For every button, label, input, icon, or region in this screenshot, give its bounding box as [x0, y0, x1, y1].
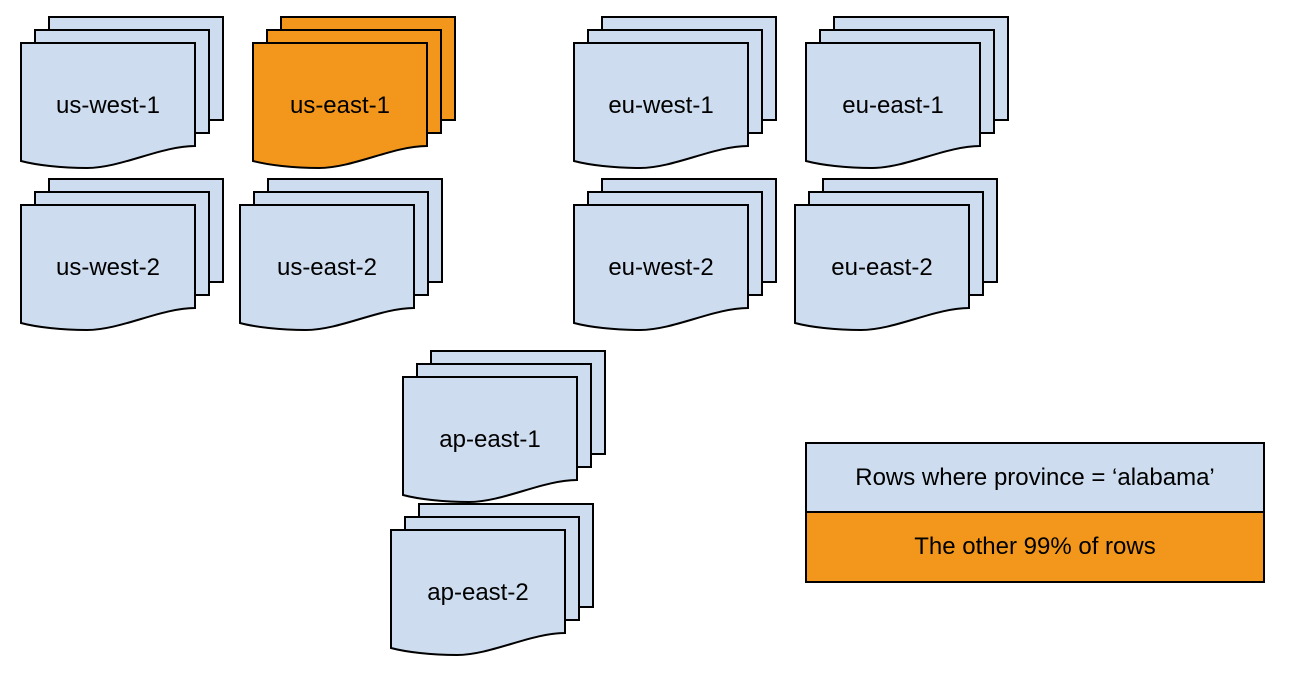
document-stack-icon	[805, 16, 1009, 170]
stack-us-east-1: us-east-1	[252, 16, 457, 170]
stack-us-west-1: us-west-1	[20, 16, 225, 170]
document-stack-icon	[794, 178, 998, 332]
document-stack-icon	[402, 350, 606, 504]
page-front	[252, 42, 428, 170]
legend-label: Rows where province = ‘alabama’	[855, 463, 1215, 491]
region-label: us-east-1	[289, 91, 391, 119]
region-label: us-west-2	[55, 253, 161, 281]
region-label: eu-west-1	[608, 91, 714, 119]
region-label: ap-east-2	[427, 578, 529, 606]
legend-item-other-rows: The other 99% of rows	[805, 511, 1265, 583]
stack-eu-east-2: eu-east-2	[794, 178, 999, 332]
stack-eu-west-2: eu-west-2	[573, 178, 778, 332]
page-front	[402, 376, 578, 504]
stack-eu-east-1: eu-east-1	[805, 16, 1010, 170]
document-stack-icon	[252, 16, 456, 170]
legend-item-alabama-rows: Rows where province = ‘alabama’	[805, 442, 1265, 513]
document-stack-icon	[573, 16, 777, 170]
region-label: eu-west-2	[608, 253, 714, 281]
stack-us-west-2: us-west-2	[20, 178, 225, 332]
stack-ap-east-1: ap-east-1	[402, 350, 607, 504]
document-stack-icon	[20, 178, 224, 332]
region-label: us-east-2	[276, 253, 378, 281]
region-label: ap-east-1	[439, 425, 541, 453]
page-front	[239, 204, 415, 332]
page-front	[573, 204, 749, 332]
region-label: eu-east-1	[842, 91, 944, 119]
page-front	[805, 42, 981, 170]
stack-ap-east-2: ap-east-2	[390, 503, 595, 657]
document-stack-icon	[20, 16, 224, 170]
region-label: us-west-1	[55, 91, 161, 119]
page-front	[573, 42, 749, 170]
legend-label: The other 99% of rows	[914, 533, 1156, 560]
region-label: eu-east-2	[831, 253, 933, 281]
document-stack-icon	[390, 503, 594, 657]
page-front	[20, 42, 196, 170]
stack-eu-west-1: eu-west-1	[573, 16, 778, 170]
document-stack-icon	[239, 178, 443, 332]
stack-us-east-2: us-east-2	[239, 178, 444, 332]
page-front	[390, 529, 566, 657]
legend: Rows where province = ‘alabama’ The othe…	[805, 442, 1265, 583]
page-front	[794, 204, 970, 332]
document-stack-icon	[573, 178, 777, 332]
page-front	[20, 204, 196, 332]
